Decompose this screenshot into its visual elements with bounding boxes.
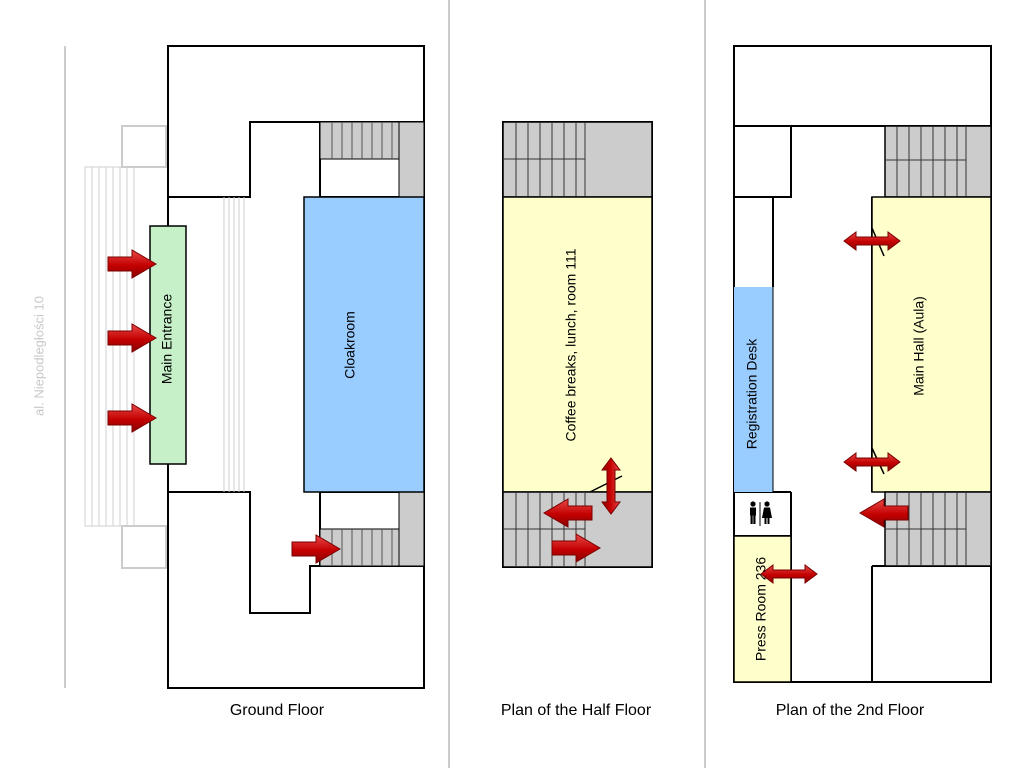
registration-desk-label: Registration Desk — [744, 338, 760, 449]
entrance-arrow-icon — [107, 323, 157, 353]
press-room — [733, 535, 792, 683]
stairs-bottom — [884, 491, 992, 567]
hall-steps — [223, 197, 245, 492]
second-floor-caption: Plan of the 2nd Floor — [776, 702, 925, 719]
half-floor: Coffee breaks, lunch, room 111 Plan of t… — [501, 121, 653, 719]
entrance-arrow-icon — [107, 249, 157, 279]
cloakroom-label: Cloakroom — [342, 311, 358, 379]
door — [589, 475, 623, 493]
second-floor: Main Hall (Aula) Registration Desk — [733, 45, 992, 719]
restroom-icon — [750, 501, 772, 526]
entrance-pillar — [121, 525, 167, 569]
ground-floor-caption: Ground Floor — [230, 702, 325, 719]
cloakroom — [303, 196, 425, 493]
main-hall-label: Main Hall (Aula) — [911, 296, 927, 396]
press-room-label: Press Room 236 — [753, 557, 769, 661]
main-entrance-label: Main Entrance — [159, 294, 175, 384]
stairs-top — [319, 121, 425, 198]
stairs-top — [884, 125, 992, 198]
main-entrance — [149, 225, 187, 465]
registration-desk — [734, 287, 773, 492]
coffee-room — [502, 196, 653, 493]
ground-floor: Main Entrance Cloakroom Ground Floor — [84, 45, 425, 719]
street-label: al. Niepodległości 10 — [31, 296, 46, 416]
coffee-room-label: Coffee breaks, lunch, room 111 — [563, 248, 579, 441]
entrance-arrow-icon — [107, 403, 157, 433]
half-floor-caption: Plan of the Half Floor — [501, 702, 652, 719]
stairs-bottom — [319, 491, 425, 567]
entrance-pillar — [121, 125, 167, 168]
